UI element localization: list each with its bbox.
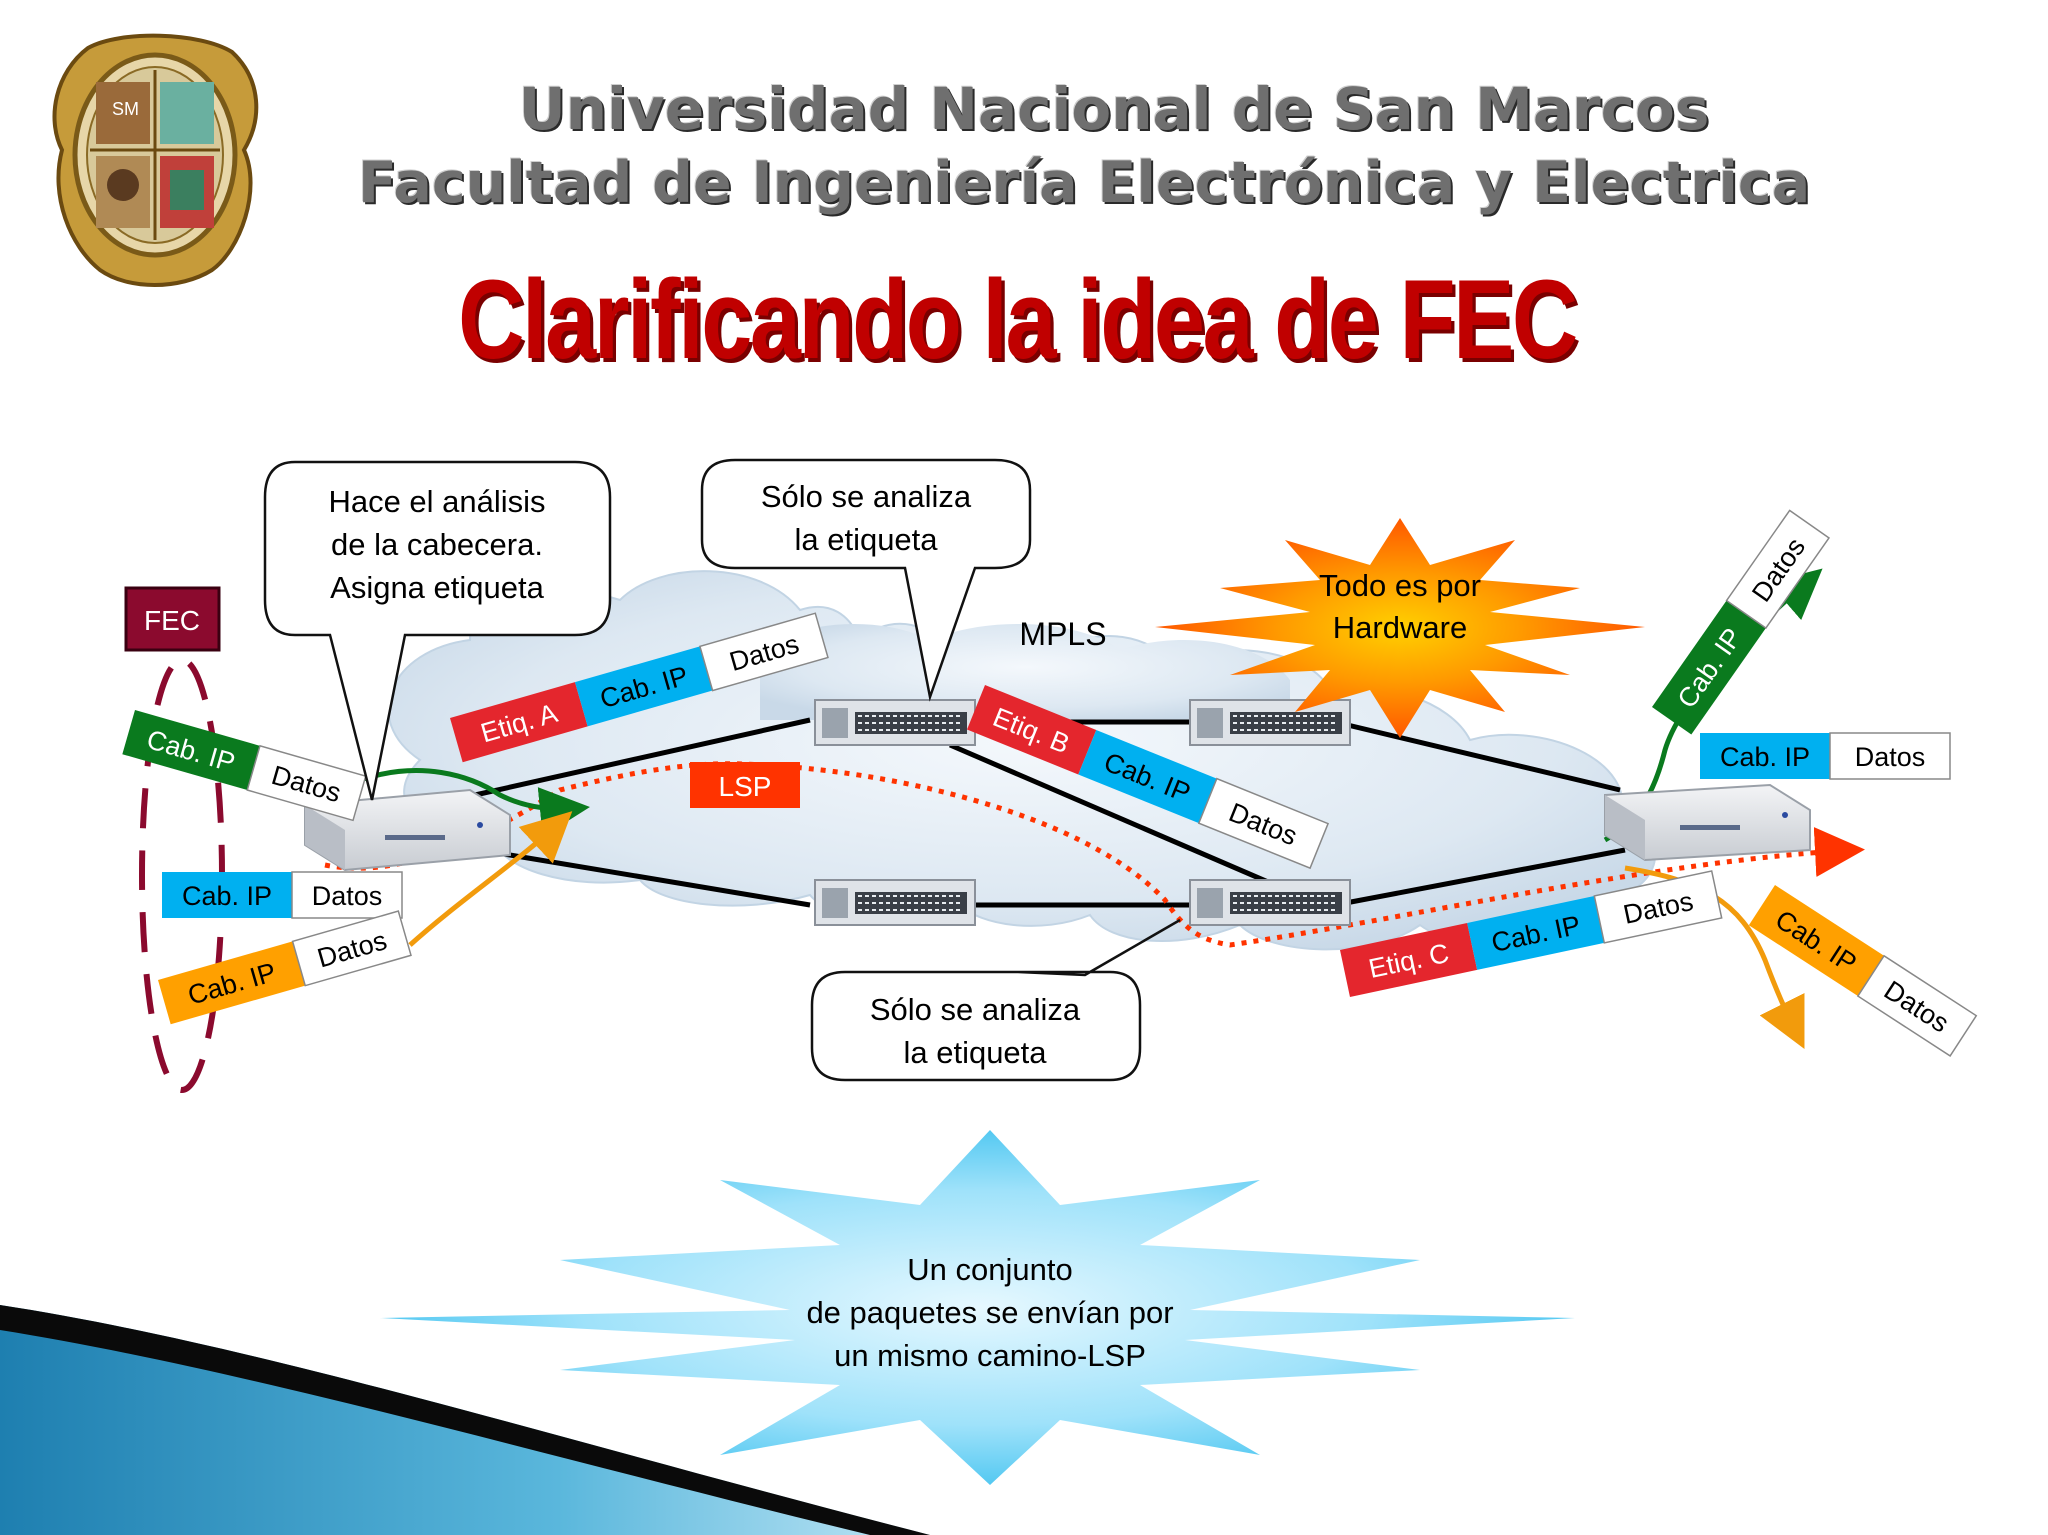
logo-text: SM: [112, 99, 139, 119]
svg-text:FEC: FEC: [144, 605, 200, 636]
core-switch-bottom-left: [814, 879, 976, 926]
svg-text:la etiqueta: la etiqueta: [903, 1035, 1047, 1070]
cloud-shadow: [760, 623, 1290, 720]
svg-text:Todo es por: Todo es por: [1319, 568, 1481, 603]
svg-text:Sólo se analiza: Sólo se analiza: [761, 479, 972, 514]
callout-ingress-analysis: Hace el análisis de la cabecera. Asigna …: [263, 460, 612, 801]
mpls-label: MPLS: [1019, 616, 1106, 652]
summary-burst: Un conjunto de paquetes se envían por un…: [380, 1130, 1575, 1485]
svg-text:de la cabecera.: de la cabecera.: [331, 527, 543, 562]
callout-core-top: Sólo se analiza la etiqueta: [700, 458, 1032, 702]
svg-text:Hace el análisis: Hace el análisis: [328, 484, 545, 519]
packet-orange-right: Cab. IP Datos: [1748, 885, 1978, 1058]
packet-etiq-c: Etiq. C Cab. IP Datos: [1340, 870, 1723, 997]
svg-text:Hardware: Hardware: [1333, 610, 1467, 645]
packet-cyan-right: Cab. IP Datos: [1700, 732, 1951, 780]
packet-cyan-left: Cab. IP Datos: [162, 871, 403, 919]
svg-text:Datos: Datos: [312, 881, 383, 911]
packet-green-left: Cab. IP Datos: [122, 710, 367, 822]
core-switch-bottom-right: [1189, 879, 1351, 926]
svg-text:Sólo se analiza: Sólo se analiza: [870, 992, 1081, 1027]
university-name: Universidad Nacional de San Marcos: [518, 75, 1710, 143]
green-flow-arrow-in: [359, 768, 590, 837]
lsp-tag: LSP: [690, 762, 800, 808]
svg-text:un mismo camino-LSP: un mismo camino-LSP: [834, 1338, 1146, 1373]
callout-core-bottom: Sólo se analiza la etiqueta: [810, 918, 1181, 1082]
svg-text:Cab. IP: Cab. IP: [1720, 742, 1810, 772]
svg-text:Datos: Datos: [1855, 742, 1926, 772]
packet-orange-left: Cab. IP Datos: [158, 910, 412, 1025]
hardware-burst: Todo es por Hardware: [1155, 518, 1645, 738]
orange-flow-arrow-in: [408, 811, 573, 947]
faculty-name: Facultad de Ingeniería Electrónica y Ele…: [357, 150, 1811, 216]
svg-text:Asigna etiqueta: Asigna etiqueta: [330, 570, 544, 605]
fec-tag: FEC: [124, 586, 221, 652]
egress-router: [1604, 783, 1811, 862]
core-switch-top-right: [1189, 699, 1351, 746]
svg-text:Cab. IP: Cab. IP: [182, 881, 272, 911]
svg-text:de paquetes se envían por: de paquetes se envían por: [806, 1295, 1173, 1330]
slide-title: Clarificando la idea de FEC: [458, 257, 1578, 382]
svg-text:Un conjunto: Un conjunto: [907, 1252, 1072, 1287]
svg-text:la etiqueta: la etiqueta: [794, 522, 938, 557]
svg-text:LSP: LSP: [719, 771, 772, 802]
core-switch-top-left: [814, 699, 976, 746]
university-crest-logo: SM: [52, 33, 259, 287]
packet-green-right: Cab. IP Datos: [1652, 509, 1831, 735]
corner-wave-decoration: [0, 1305, 930, 1535]
